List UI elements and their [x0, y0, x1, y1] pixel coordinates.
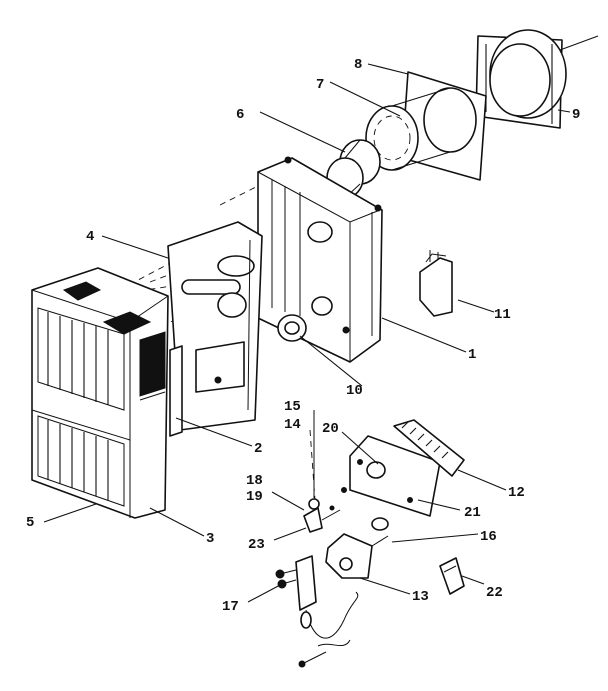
label-4: 4 [86, 229, 94, 245]
label-16: 16 [480, 529, 497, 545]
label-14: 14 [284, 417, 301, 433]
label-18: 18 [246, 473, 263, 489]
label-12: 12 [508, 485, 525, 501]
label-7: 7 [316, 77, 324, 93]
back-housing [257, 156, 383, 363]
label-17: 17 [222, 599, 239, 615]
valve-fittings [303, 410, 347, 533]
label-6: 6 [236, 107, 244, 123]
inner-panel [169, 345, 183, 437]
label-10: 10 [346, 383, 363, 399]
mounting-bracket [419, 250, 453, 317]
label-20: 20 [322, 421, 339, 437]
pilot-assembly [275, 555, 359, 668]
label-19: 19 [246, 489, 263, 505]
front-cabinet [31, 267, 169, 519]
louver-grille-upper [37, 307, 125, 411]
label-23: 23 [248, 537, 265, 553]
vent-cap [475, 29, 599, 129]
gas-valve [325, 517, 389, 579]
label-3: 3 [206, 531, 214, 547]
label-2: 2 [254, 441, 262, 457]
label-8: 8 [354, 57, 362, 73]
label-11: 11 [494, 307, 511, 323]
label-15: 15 [284, 399, 301, 415]
piezo-igniter [439, 557, 465, 595]
label-13: 13 [412, 589, 429, 605]
label-22: 22 [486, 585, 503, 601]
part-labels: 4 6 7 8 9 11 1 10 2 3 5 15 14 20 12 21 1… [26, 57, 580, 615]
label-9: 9 [572, 107, 580, 123]
leader-lines [43, 63, 571, 603]
louver-grille-lower [37, 415, 125, 507]
label-5: 5 [26, 515, 34, 531]
burner-port [277, 314, 307, 342]
burner-tray [349, 435, 441, 517]
label-21: 21 [464, 505, 481, 521]
burner [393, 419, 465, 477]
label-1: 1 [468, 347, 476, 363]
